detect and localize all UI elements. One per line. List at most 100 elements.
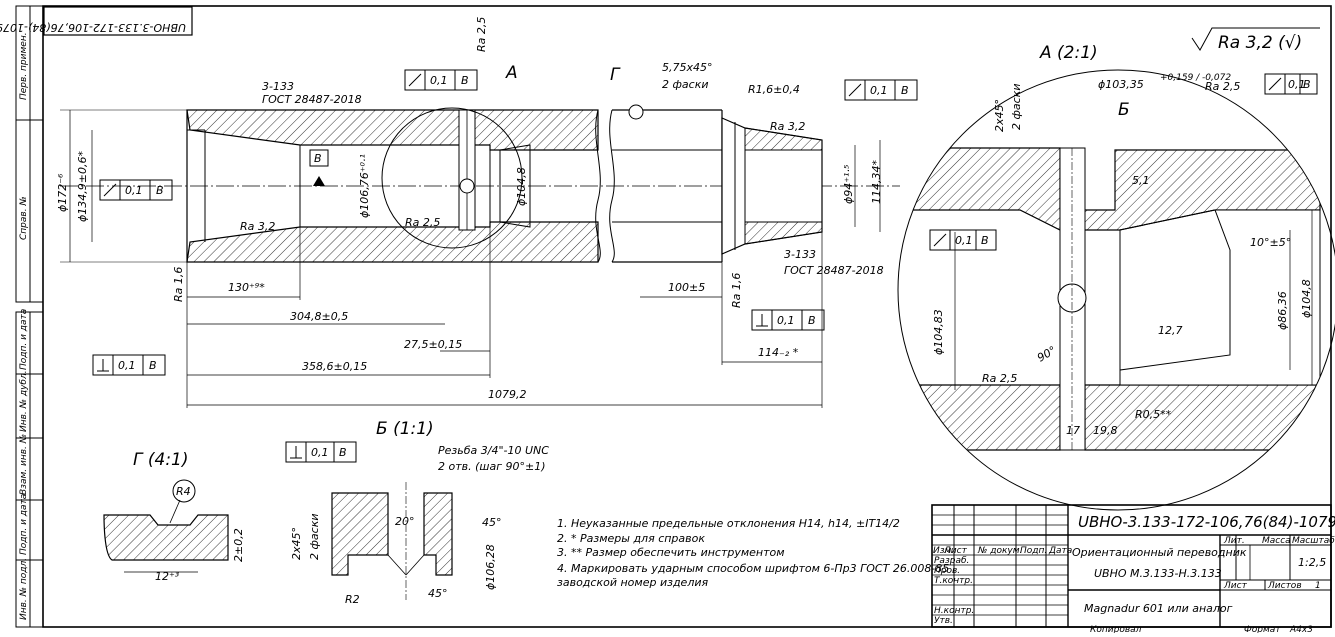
g-h2: 2±0,2	[232, 528, 245, 562]
dim-d106: ϕ106,76⁺⁰·¹	[358, 154, 371, 218]
tb-name-1: Ориентационный переводник	[1072, 546, 1247, 559]
b-c245: 2x45°	[290, 527, 303, 560]
strip-label-2: Справ. №	[19, 196, 29, 240]
tol5-datum: В	[149, 359, 157, 372]
a-r05: R0,5**	[1135, 408, 1172, 421]
b-d10628: ϕ106,28	[484, 544, 497, 590]
a-d198: 19,8	[1093, 424, 1118, 437]
a-c2f: 2 фаски	[1010, 84, 1023, 130]
a-tol2-datum: В	[981, 234, 989, 247]
thread1: 3-133	[262, 80, 294, 93]
thread1-std: ГОСТ 28487-2018	[262, 93, 362, 106]
a-tol1-datum: В	[1303, 78, 1311, 91]
a-tol-frame-2	[929, 229, 997, 251]
note-1: 1. Неуказанные предельные отклонения Н14…	[557, 517, 900, 530]
g-r4: R4	[176, 485, 191, 498]
tb-izm: Изм.	[933, 546, 954, 556]
b-a45a: 45°	[482, 516, 502, 529]
ra25-inner: Ra 2,5	[405, 216, 440, 229]
tb-row-2: Пров.	[934, 566, 960, 576]
a-d51: 5,1	[1132, 174, 1150, 187]
tol5-value: 0,1	[118, 359, 136, 372]
detail-g-view	[103, 479, 229, 561]
rotated-designation: UBНО-3.133-172-106,76(84)-1079,2	[0, 21, 186, 34]
tb-designation: UBНО-3.133-172-106,76(84)-1079,2	[1078, 513, 1335, 531]
ra32-left: Ra 3,2	[240, 220, 275, 233]
b-tol-frame	[285, 441, 357, 463]
dim-l130: 130⁺⁹*	[228, 281, 265, 294]
tb-scale-value: 1:2,5	[1298, 556, 1326, 569]
b-thread2: 2 отв. (шаг 90°±1)	[438, 460, 546, 473]
ra25-top: Ra 2,5	[475, 17, 488, 52]
a-a10: 10°±5°	[1250, 236, 1291, 249]
b-a45b: 45°	[428, 587, 448, 600]
chamfer2-label: 2 фаски	[662, 78, 708, 91]
note-2: 2. * Размеры для справок	[557, 532, 705, 545]
a-ra25: Ra 2,5	[982, 372, 1017, 385]
tb-date: Дата	[1048, 546, 1072, 556]
dim-l1079: 1079,2	[488, 388, 527, 401]
b-c2f: 2 фаски	[308, 514, 321, 560]
tb-format-label: Формат	[1244, 625, 1281, 633]
tb-mass: Масса	[1262, 536, 1291, 546]
tb-sheets-total: 1	[1315, 581, 1321, 591]
tb-material: Magnadur 601 или аналог	[1084, 602, 1233, 615]
tol4-value: 0,1	[777, 314, 795, 327]
rotated-designation-box	[43, 6, 193, 36]
tb-docno: № докум.	[977, 546, 1022, 556]
note-5: заводской номер изделия	[557, 576, 708, 589]
a-d86: ϕ86,36	[1276, 291, 1289, 330]
tol-frame-1	[404, 69, 478, 91]
dim-d114: 114,34*	[870, 160, 883, 204]
dim-d104: ϕ104,8	[515, 167, 528, 206]
tb-scale: Масштаб	[1292, 536, 1335, 546]
tol4-datum: В	[808, 314, 816, 327]
note-3: 3. ** Размер обеспечить инструментом	[557, 546, 785, 559]
g-w12: 12⁺³	[155, 570, 180, 583]
strip-label-4: Инв. № дубл.	[19, 370, 29, 432]
dim-l114: 114₋₂ *	[758, 346, 799, 359]
tb-lit: Лит.	[1223, 536, 1245, 546]
a-d17: 17	[1066, 424, 1080, 437]
dim-l27: 27,5±0,15	[404, 338, 462, 351]
label-view-g-marker: Г	[610, 65, 621, 85]
tb-name-2: UBНО М.3.133-Н.3.133	[1094, 567, 1222, 580]
dim-l304: 304,8±0,5	[290, 310, 348, 323]
view-b-title: Б (1:1)	[376, 419, 434, 439]
tb-sheets: Листов	[1267, 581, 1302, 591]
note-4: 4. Маркировать ударным способом шрифтом …	[557, 562, 949, 575]
datum-b-text: В	[314, 152, 322, 165]
detail-a-circle	[381, 107, 523, 249]
tol1-value: 0,1	[430, 74, 448, 87]
a-ra25-top: Ra 2,5	[1205, 80, 1240, 93]
detail-a-view	[897, 69, 1335, 511]
tb-sign: Подп.	[1020, 546, 1047, 556]
dim-d134: ϕ134,9±0,6*	[76, 151, 89, 222]
tol-frame-4	[751, 309, 825, 331]
tb-copied: Копировал	[1090, 625, 1142, 633]
strip-label-3: Подп. и дата	[19, 309, 29, 370]
title-block	[931, 504, 1332, 628]
tol2-datum: В	[156, 184, 164, 197]
dim-d94: ϕ94⁺¹·⁵	[842, 165, 855, 204]
tol3-value: 0,1	[870, 84, 888, 97]
tol-frame-3	[844, 79, 918, 101]
ra16-left: Ra 1,6	[172, 267, 185, 302]
left-strip	[15, 5, 44, 628]
tol2-value: 0,1	[125, 184, 143, 197]
dim-l358: 358,6±0,15	[302, 360, 367, 373]
tb-row-6: Утв.	[934, 616, 953, 626]
a-d104: ϕ104,83	[932, 309, 945, 355]
tol3-datum: В	[901, 84, 909, 97]
r16-label: R1,6±0,4	[748, 83, 800, 96]
strip-label-5: Взам. инв. №	[19, 434, 29, 495]
a-d103-tol: +0,159 / -0,072	[1160, 73, 1231, 83]
view-a-title: А (2:1)	[1039, 43, 1098, 63]
a-tol1-value: 0,1	[1288, 78, 1306, 91]
detail-b-view	[331, 482, 453, 600]
a-d103: ϕ103,35	[1098, 78, 1144, 91]
b-tol-datum: В	[339, 446, 347, 459]
main-view	[60, 104, 900, 263]
thread2-std: ГОСТ 28487-2018	[784, 264, 884, 277]
